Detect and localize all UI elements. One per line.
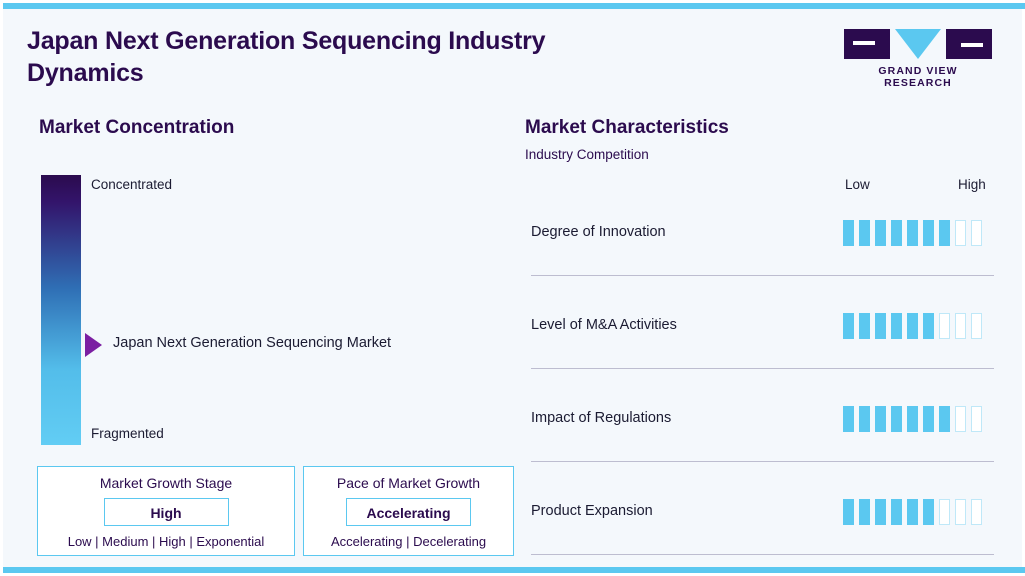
logo-left-block-icon bbox=[844, 29, 890, 59]
market-growth-stage-scale: Low | Medium | High | Exponential bbox=[67, 534, 265, 549]
rating-segment bbox=[843, 313, 854, 339]
market-characteristics-heading: Market Characteristics bbox=[525, 117, 729, 138]
pace-of-market-growth-card: Pace of Market Growth Accelerating Accel… bbox=[303, 466, 514, 556]
rating-segment bbox=[875, 499, 886, 525]
rating-segment bbox=[875, 313, 886, 339]
rating-segment bbox=[923, 220, 934, 246]
logo-text: GRAND VIEW RESEARCH bbox=[878, 65, 958, 89]
rating-segment bbox=[891, 406, 902, 432]
market-growth-stage-card: Market Growth Stage High Low | Medium | … bbox=[37, 466, 295, 556]
scale-high-label: High bbox=[958, 177, 986, 192]
rating-segment bbox=[891, 313, 902, 339]
row-divider bbox=[531, 554, 994, 555]
rating-segment bbox=[939, 406, 950, 432]
rating-segment bbox=[859, 313, 870, 339]
rating-segment bbox=[939, 499, 950, 525]
market-position-label: Japan Next Generation Sequencing Market bbox=[113, 335, 392, 351]
pace-of-market-growth-title: Pace of Market Growth bbox=[336, 475, 481, 491]
characteristic-row: Level of M&A Activities bbox=[531, 287, 994, 380]
concentration-gradient-bar bbox=[41, 175, 81, 445]
characteristic-rating-bars bbox=[843, 313, 982, 339]
market-characteristics-subheading: Industry Competition bbox=[525, 147, 649, 162]
top-accent-bar bbox=[3, 3, 1025, 9]
characteristic-label: Impact of Regulations bbox=[531, 410, 672, 426]
bottom-accent-bar bbox=[3, 567, 1025, 573]
rating-segment bbox=[907, 220, 918, 246]
logo-right-block-icon bbox=[946, 29, 992, 59]
rating-segment bbox=[955, 499, 966, 525]
characteristic-label: Product Expansion bbox=[531, 503, 653, 519]
rating-segment bbox=[907, 499, 918, 525]
rating-segment bbox=[971, 313, 982, 339]
market-growth-stage-value: High bbox=[103, 498, 229, 526]
rating-segment bbox=[971, 406, 982, 432]
rating-segment bbox=[939, 313, 950, 339]
row-divider bbox=[531, 368, 994, 369]
rating-segment bbox=[843, 406, 854, 432]
rating-segment bbox=[843, 220, 854, 246]
row-divider bbox=[531, 275, 994, 276]
characteristic-rating-bars bbox=[843, 406, 982, 432]
concentration-bottom-label: Fragmented bbox=[91, 426, 164, 441]
row-divider bbox=[531, 461, 994, 462]
rating-segment bbox=[859, 220, 870, 246]
rating-segment bbox=[971, 499, 982, 525]
characteristic-row: Degree of Innovation bbox=[531, 194, 994, 287]
characteristic-label: Level of M&A Activities bbox=[531, 317, 677, 333]
rating-segment bbox=[923, 499, 934, 525]
rating-segment bbox=[923, 313, 934, 339]
characteristic-row: Product Expansion bbox=[531, 473, 994, 566]
rating-segment bbox=[955, 220, 966, 246]
market-growth-stage-title: Market Growth Stage bbox=[99, 475, 233, 491]
market-position-pointer-icon bbox=[85, 333, 102, 357]
rating-segment bbox=[971, 220, 982, 246]
page-title: Japan Next Generation Sequencing Industr… bbox=[27, 27, 546, 87]
brand-logo: GRAND VIEW RESEARCH bbox=[844, 29, 992, 89]
rating-segment bbox=[859, 499, 870, 525]
scale-low-label: Low bbox=[845, 177, 870, 192]
characteristic-rating-bars bbox=[843, 220, 982, 246]
characteristic-label: Degree of Innovation bbox=[531, 224, 666, 240]
rating-segment bbox=[907, 313, 918, 339]
logo-triangle-icon bbox=[895, 29, 941, 59]
rating-segment bbox=[891, 499, 902, 525]
pace-of-market-growth-value: Accelerating bbox=[346, 498, 471, 526]
rating-segment bbox=[939, 220, 950, 246]
rating-segment bbox=[843, 499, 854, 525]
rating-segment bbox=[859, 406, 870, 432]
rating-segment bbox=[891, 220, 902, 246]
concentration-top-label: Concentrated bbox=[91, 177, 173, 192]
characteristic-rating-bars bbox=[843, 499, 982, 525]
rating-segment bbox=[955, 406, 966, 432]
rating-segment bbox=[923, 406, 934, 432]
rating-segment bbox=[875, 220, 886, 246]
rating-segment bbox=[907, 406, 918, 432]
characteristic-row: Impact of Regulations bbox=[531, 380, 994, 473]
pace-of-market-growth-scale: Accelerating | Decelerating bbox=[330, 534, 487, 549]
market-concentration-heading: Market Concentration bbox=[39, 117, 235, 138]
rating-segment bbox=[955, 313, 966, 339]
logo-marks bbox=[844, 29, 992, 59]
rating-segment bbox=[875, 406, 886, 432]
